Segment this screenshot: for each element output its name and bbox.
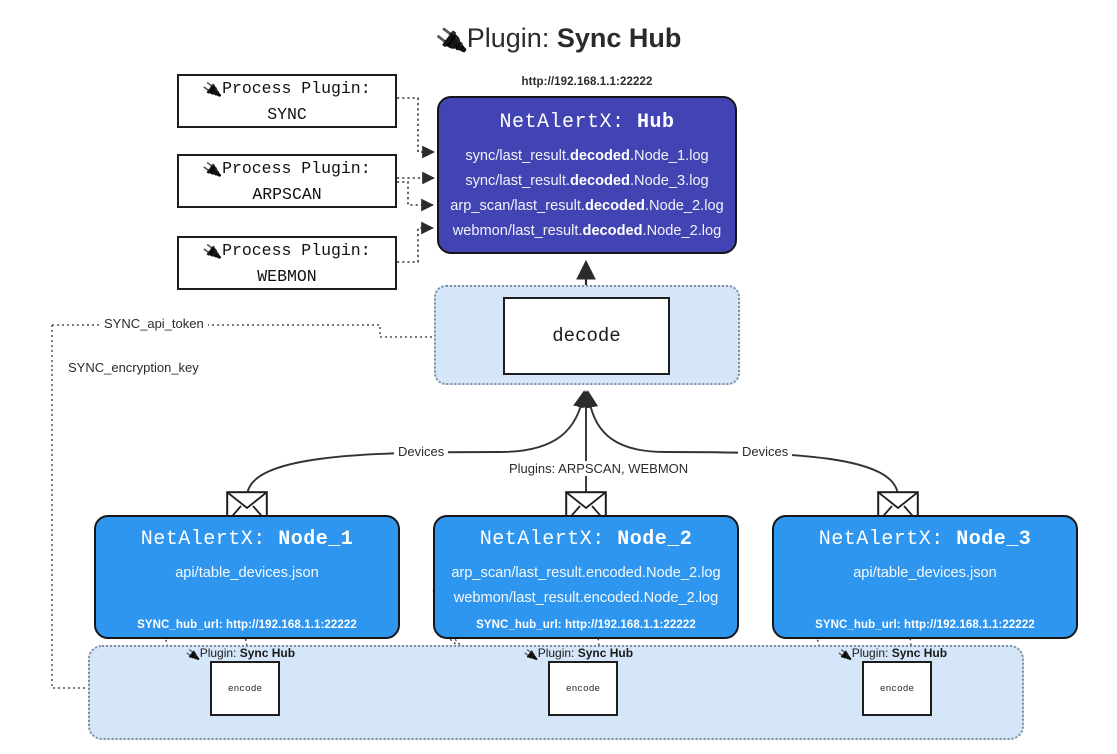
process-plugin-box-webmon[interactable]: 🔌Process Plugin: WEBMON <box>177 236 397 290</box>
node-line: api/table_devices.json <box>853 565 997 581</box>
devices-label-left: Devices <box>394 444 449 459</box>
log-post: .Node_1.log <box>629 148 709 164</box>
process-plugin-name: SYNC <box>267 104 307 124</box>
node-title: NetAlertX: Node_1 <box>96 528 398 551</box>
encoder-label-prefix: Plugin: <box>537 646 578 660</box>
hub-log-line: webmon/last_result.decoded.Node_2.log <box>445 219 729 244</box>
encode-box-node-1[interactable]: encode <box>210 661 280 716</box>
page-title-name: Sync Hub <box>556 23 682 53</box>
node-footer: SYNC_hub_url: http://192.168.1.1:22222 <box>137 619 357 631</box>
log-post: .Node_2.log <box>642 223 722 239</box>
hub-box[interactable]: NetAlertX: Hub sync/last_result.decoded.… <box>437 96 737 254</box>
process-plugin-line1: 🔌Process Plugin: <box>179 76 395 102</box>
node-line: arp_scan/last_result.encoded.Node_2.log <box>451 565 721 581</box>
hub-log-line: sync/last_result.decoded.Node_1.log <box>445 144 729 169</box>
log-pre: sync/last_result. <box>465 173 570 189</box>
node-title-prefix: NetAlertX: <box>818 528 957 551</box>
node-line: api/table_devices.json <box>175 565 319 581</box>
node-line-list: api/table_devices.json <box>96 561 398 586</box>
log-pre: webmon/last_result. <box>452 223 583 239</box>
node-footer: SYNC_hub_url: http://192.168.1.1:22222 <box>476 619 696 631</box>
node-title-name: Node_3 <box>956 528 1032 551</box>
log-mid: decoded <box>584 198 645 214</box>
page-title: 🔌Plugin: Sync Hub <box>0 16 1117 61</box>
node-title: NetAlertX: Node_2 <box>435 528 737 551</box>
sync-api-token-label: SYNC_api_token <box>100 316 208 331</box>
sync-encryption-key-label: SYNC_encryption_key <box>64 360 203 375</box>
log-pre: sync/last_result. <box>465 148 570 164</box>
hub-log-list: sync/last_result.decoded.Node_1.log sync… <box>439 144 735 244</box>
encoder-label-node-3: 🔌Plugin: Sync Hub <box>837 646 948 663</box>
process-plugin-box-arpscan[interactable]: 🔌Process Plugin: ARPSCAN <box>177 154 397 208</box>
encoder-label-name: Sync Hub <box>239 646 296 660</box>
plug-icon: 🔌 <box>837 649 853 663</box>
encode-box-node-3[interactable]: encode <box>862 661 932 716</box>
process-plugin-name: WEBMON <box>257 266 317 286</box>
node-title-prefix: NetAlertX: <box>479 528 618 551</box>
plugins-label-center: Plugins: ARPSCAN, WEBMON <box>505 461 693 476</box>
encoder-label-prefix: Plugin: <box>851 646 892 660</box>
node-title-name: Node_1 <box>278 528 354 551</box>
page-title-prefix: Plugin: <box>466 23 557 53</box>
node-box-node-3[interactable]: NetAlertX: Node_3 api/table_devices.json… <box>772 515 1078 639</box>
process-plugin-label: Process Plugin: <box>222 78 371 98</box>
devices-label-right: Devices <box>738 444 793 459</box>
node-box-node-1[interactable]: NetAlertX: Node_1 api/table_devices.json… <box>94 515 400 639</box>
node-title: NetAlertX: Node_3 <box>774 528 1076 551</box>
node-line: webmon/last_result.encoded.Node_2.log <box>453 590 719 606</box>
process-plugin-label: Process Plugin: <box>222 158 371 178</box>
log-post: .Node_3.log <box>629 173 709 189</box>
plug-icon: 🔌 <box>202 161 224 181</box>
hub-title: NetAlertX: Hub <box>439 111 735 134</box>
plug-icon: 🔌 <box>202 243 224 263</box>
node-line-list: api/table_devices.json <box>774 561 1076 586</box>
encoder-label-node-1: 🔌Plugin: Sync Hub <box>185 646 296 663</box>
process-plugin-name: ARPSCAN <box>252 184 322 204</box>
log-mid: decoded <box>569 148 630 164</box>
log-post: .Node_2.log <box>644 198 724 214</box>
process-plugin-box-sync[interactable]: 🔌Process Plugin: SYNC <box>177 74 397 128</box>
encoder-label-node-2: 🔌Plugin: Sync Hub <box>523 646 634 663</box>
plug-icon: 🔌 <box>523 649 539 663</box>
hub-title-prefix: NetAlertX: <box>499 111 637 134</box>
log-mid: decoded <box>582 223 643 239</box>
plug-icon: 🔌 <box>202 81 224 101</box>
encoder-label-prefix: Plugin: <box>199 646 240 660</box>
hub-url-label: http://192.168.1.1:22222 <box>521 76 653 88</box>
log-pre: arp_scan/last_result. <box>450 198 585 214</box>
process-plugin-line1: 🔌Process Plugin: <box>179 238 395 264</box>
node-title-name: Node_2 <box>617 528 693 551</box>
node-footer: SYNC_hub_url: http://192.168.1.1:22222 <box>815 619 1035 631</box>
node-box-node-2[interactable]: NetAlertX: Node_2 arp_scan/last_result.e… <box>433 515 739 639</box>
log-mid: decoded <box>569 173 630 189</box>
hub-log-line: arp_scan/last_result.decoded.Node_2.log <box>445 194 729 219</box>
node-line-list: arp_scan/last_result.encoded.Node_2.log … <box>435 561 737 611</box>
process-plugin-label: Process Plugin: <box>222 240 371 260</box>
hub-log-line: sync/last_result.decoded.Node_3.log <box>445 169 729 194</box>
encoder-label-name: Sync Hub <box>577 646 634 660</box>
encode-box-node-2[interactable]: encode <box>548 661 618 716</box>
plug-icon: 🔌 <box>433 24 469 58</box>
plug-icon: 🔌 <box>185 649 201 663</box>
node-title-prefix: NetAlertX: <box>140 528 279 551</box>
process-plugin-line1: 🔌Process Plugin: <box>179 156 395 182</box>
encoder-label-name: Sync Hub <box>891 646 948 660</box>
hub-title-name: Hub <box>637 111 675 134</box>
decode-box[interactable]: decode <box>503 297 670 375</box>
